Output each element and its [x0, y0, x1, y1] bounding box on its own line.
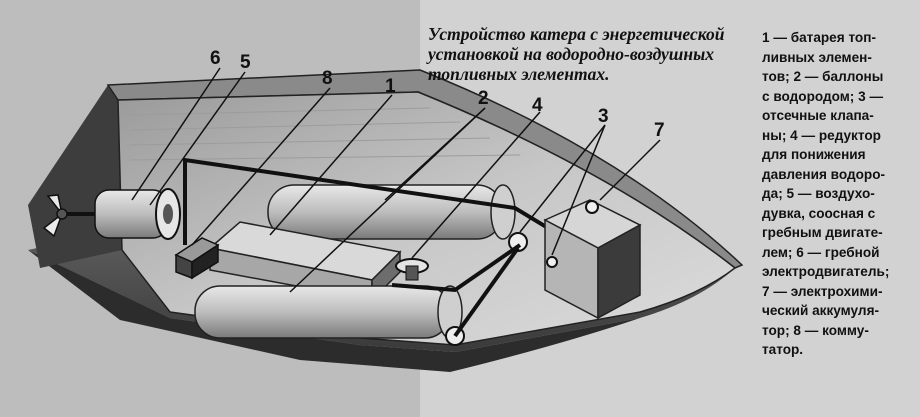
- legend-line: давления водоро-: [762, 166, 886, 182]
- propulsion-motor: [94, 188, 181, 240]
- callout-5: 5: [240, 52, 251, 73]
- propeller: [42, 194, 95, 238]
- callout-8: 8: [322, 68, 333, 89]
- pressure-reducer: [395, 258, 429, 281]
- legend-line: 1 — батарея топ-: [762, 30, 876, 45]
- callout-1: 1: [385, 76, 396, 97]
- figure-legend: 1 — батарея топ- ливных элемен- тов; 2 —…: [762, 28, 912, 360]
- legend-line: да; 5 — воздухо-: [762, 186, 875, 201]
- commutator: [174, 237, 220, 280]
- legend-line: для понижения: [762, 147, 866, 162]
- callout-6: 6: [210, 48, 221, 69]
- callout-2: 2: [478, 88, 489, 109]
- caption-line: установкой на водородно-воздушных: [428, 44, 714, 64]
- callout-7: 7: [654, 120, 665, 141]
- legend-line: тор; 8 — комму-: [762, 322, 869, 338]
- legend-line: отсечные клапа-: [762, 108, 874, 123]
- legend-line: гребным двигате-: [762, 225, 883, 240]
- legend-line: дувка, соосная с: [762, 205, 876, 221]
- legend-line: татор.: [762, 342, 804, 357]
- callout-3: 3: [598, 106, 609, 127]
- caption-line: Устройство катера с энергетической: [428, 24, 725, 44]
- callout-leader-lines: [131, 67, 661, 293]
- figure-caption: Устройство катера с энергетической устан…: [428, 24, 748, 84]
- legend-line: ны; 4 — редуктор: [762, 127, 881, 143]
- callout-4: 4: [532, 95, 543, 116]
- hull-bottom-shadow: [28, 250, 640, 372]
- legend-line: с водородом; 3 —: [762, 88, 884, 104]
- legend-line: ливных элемен-: [762, 49, 872, 65]
- legend-line: тов; 2 — баллоны: [762, 69, 884, 84]
- legend-line: электродвигатель;: [762, 264, 890, 279]
- legend-line: ческий аккумуля-: [762, 303, 880, 318]
- hydrogen-cylinder-lower: [194, 285, 465, 346]
- caption-line: топливных элементах.: [428, 64, 610, 84]
- legend-line: лем; 6 — гребной: [762, 244, 880, 260]
- legend-line: 7 — электрохими-: [762, 283, 883, 299]
